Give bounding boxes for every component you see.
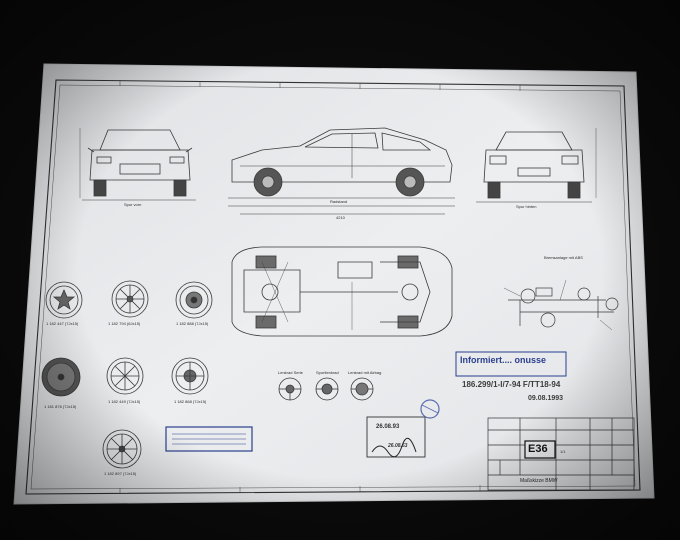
wheel-rim-7 — [102, 429, 142, 469]
sheet-number: 1/1 — [560, 449, 566, 454]
stamp-date: 09.08.1993 — [528, 395, 564, 402]
wheel-rim-2 — [111, 280, 149, 318]
handwritten-date: 26.08.63 — [388, 443, 408, 449]
model-code: E36 — [528, 443, 548, 455]
wheel-label-4: 1 181 876 (7Jx15) — [44, 404, 77, 409]
box-stamp-date: 26.08.93 — [376, 424, 400, 430]
steering-label-3: Lenkrad mit Airbag — [348, 370, 382, 375]
brand-line: Maßskizze BMW — [520, 478, 558, 484]
wheel-label-3: 1 182 888 (7Jx15) — [176, 321, 209, 326]
wheel-label-1: 1 182 447 (7Jx15) — [46, 321, 79, 326]
wheel-label-6: 1 182 868 (7Jx15) — [174, 399, 207, 404]
steering-label-1: Lenkrad Serie — [278, 370, 303, 375]
drawing-number-stamp: 186.299/1-I/7-94 F/TT18-94 — [462, 380, 561, 389]
wheel-label-7: 1 182 897 (7Jx15) — [104, 471, 137, 476]
rear-track-label: Spur hinten — [516, 204, 537, 209]
wheel-label-5: 1 182 449 (7Jx15) — [108, 399, 141, 404]
wheelbase-label: Radstand — [330, 199, 348, 204]
steering-label-2: Sportlenkrad — [316, 370, 339, 375]
wheel-rim-4 — [41, 357, 81, 397]
length-label: 4210 — [336, 215, 345, 220]
informed-stamp-text: Informiert.... onusse — [460, 355, 547, 365]
wheel-label-2: 1 182 794 (6Jx15) — [108, 321, 141, 326]
wheel-rim-6 — [171, 357, 209, 395]
brake-system-label: Bremsanlage mit ABS — [544, 255, 583, 260]
wheel-rim-5 — [106, 357, 144, 395]
front-track-label: Spur vorn — [124, 202, 142, 207]
